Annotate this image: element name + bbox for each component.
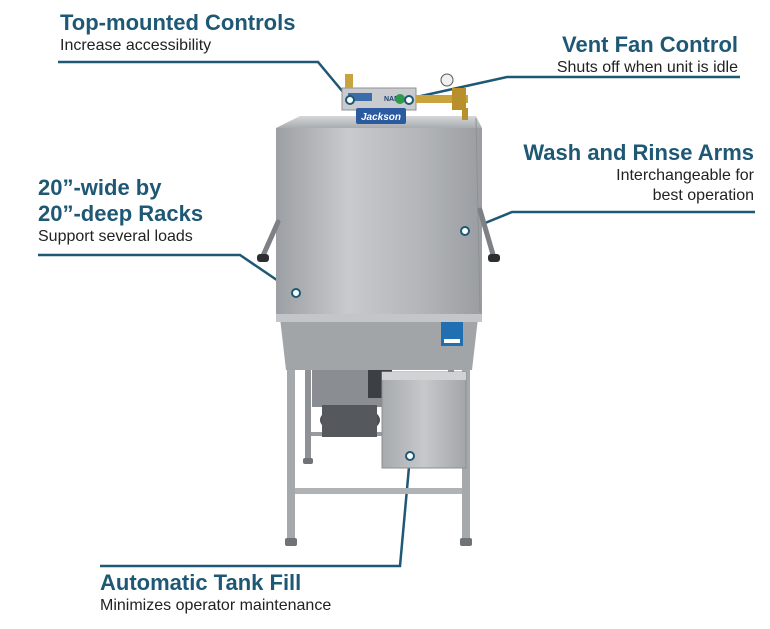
leg-front-left: [287, 320, 295, 542]
hood-body: [276, 128, 482, 314]
handle-right-grip: [488, 254, 500, 262]
callout-title: Automatic Tank Fill: [100, 570, 302, 595]
marker-dot-racks: [291, 288, 301, 298]
leg-back-left: [305, 320, 311, 460]
marker-dot-vent: [404, 95, 414, 105]
crossbar-back: [311, 432, 448, 436]
callout-top-mounted-controls: Top-mounted Controls Increase accessibil…: [60, 10, 295, 56]
handle-right: [477, 207, 497, 261]
hood-edge: [475, 117, 481, 313]
crossbar-front: [295, 488, 462, 494]
marker-dot-controls: [345, 95, 355, 105]
callout-description-line-2: best operation: [652, 187, 754, 204]
callout-description: Minimizes operator maintenance: [100, 597, 332, 614]
tank-rim: [276, 312, 482, 322]
callout-description-line-1: Interchangeable for: [616, 167, 754, 184]
pressure-gauge: [440, 73, 454, 87]
callout-title-line-1: 20”-wide by: [38, 175, 162, 200]
callout-description: Support several loads: [38, 228, 193, 245]
callout-automatic-tank-fill: Automatic Tank Fill Minimizes operator m…: [100, 570, 331, 616]
callout-title: Top-mounted Controls: [60, 10, 296, 35]
brass-valve: [452, 88, 466, 110]
valve-stem: [345, 74, 353, 88]
callout-title-line-2: 20”-deep Racks: [38, 201, 204, 226]
brass-pipe: [416, 95, 468, 103]
callout-racks: 20”-wide by 20”-deep Racks Support sever…: [38, 175, 203, 247]
foot-right: [460, 538, 472, 546]
brass-drain: [462, 108, 468, 120]
callout-wash-rinse-arms: Wash and Rinse Arms Interchangeable for …: [523, 140, 754, 206]
callout-title: Wash and Rinse Arms: [523, 140, 754, 165]
leader-racks: [38, 253, 297, 295]
energy-star-badge-stripe: [444, 339, 460, 343]
tank-basin: [280, 318, 478, 370]
control-display: [348, 93, 372, 101]
leader-wash-rinse: [467, 210, 755, 232]
handle-left: [259, 219, 281, 261]
pump-body: [322, 405, 377, 437]
brand-label: Jackson: [361, 112, 401, 123]
leader-vent-fan: [411, 75, 740, 100]
marker-dot-wash: [460, 226, 470, 236]
leader-top-controls: [58, 60, 349, 99]
brand-badge: [356, 108, 406, 124]
tank-fill-box-top: [382, 372, 466, 380]
control-knob-green: [395, 94, 405, 104]
dishwasher-machine: NAP Jackson: [257, 73, 500, 546]
callout-vent-fan-control: Vent Fan Control Shuts off when unit is …: [557, 32, 738, 78]
handle-left-grip: [257, 254, 269, 262]
callout-title: Vent Fan Control: [562, 32, 738, 57]
foot-back-left: [303, 458, 313, 464]
tank-fill-box: [381, 371, 467, 469]
marker-dot-tank: [405, 451, 415, 461]
callout-description: Shuts off when unit is idle: [556, 59, 738, 76]
panel-label: NAP: [384, 96, 399, 103]
callout-description: Increase accessibility: [60, 37, 212, 54]
foot-left: [285, 538, 297, 546]
leader-tank-fill: [100, 455, 412, 568]
